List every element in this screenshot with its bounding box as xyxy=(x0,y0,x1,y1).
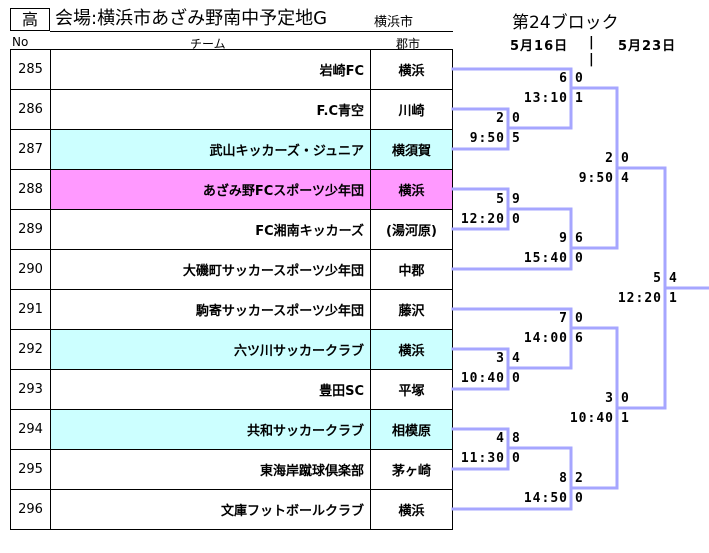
team-number: 289 xyxy=(10,209,51,250)
score-right: 9 xyxy=(512,192,521,207)
score-left: 5 xyxy=(496,192,505,207)
team-name: あざみ野FCスポーツ少年団 xyxy=(50,169,371,210)
team-number: 288 xyxy=(10,169,51,210)
score-right: 0 xyxy=(621,151,630,166)
score-left: 2 xyxy=(605,151,614,166)
score-right-2: 0 xyxy=(512,212,521,227)
score-right: 0 xyxy=(621,391,630,406)
kickoff-time: 9:50 xyxy=(469,131,505,146)
score-left: 3 xyxy=(605,391,614,406)
venue-title: 会場:横浜市あざみ野南中予定地G xyxy=(55,8,328,29)
team-name: 岩崎FC xyxy=(50,49,371,90)
date-separator-2: | xyxy=(589,52,595,67)
team-name: F.C青空 xyxy=(50,89,371,130)
score-left: 7 xyxy=(559,311,568,326)
score-right: 4 xyxy=(512,351,521,366)
score-right: 2 xyxy=(575,471,584,486)
score-right-2: 4 xyxy=(621,171,630,186)
score-left: 6 xyxy=(559,71,568,86)
team-city: 横須賀 xyxy=(370,129,453,170)
score-right: 8 xyxy=(512,431,521,446)
score-right: 0 xyxy=(512,111,521,126)
team-city: 中郡 xyxy=(370,249,453,290)
score-right: 4 xyxy=(669,271,678,286)
score-right-2: 1 xyxy=(575,91,584,106)
kickoff-time: 13:10 xyxy=(523,91,568,106)
grade-badge: 高 xyxy=(10,8,50,31)
score-right-2: 0 xyxy=(575,491,584,506)
kickoff-time: 12:20 xyxy=(617,291,662,306)
team-city: (湯河原) xyxy=(370,209,453,250)
score-right-2: 0 xyxy=(512,451,521,466)
score-left: 2 xyxy=(496,111,505,126)
score-right-2: 5 xyxy=(512,131,521,146)
kickoff-time: 11:30 xyxy=(460,451,505,466)
kickoff-time: 15:40 xyxy=(523,251,568,266)
score-right-2: 6 xyxy=(575,331,584,346)
score-left: 9 xyxy=(559,231,568,246)
team-number: 290 xyxy=(10,249,51,290)
score-left: 3 xyxy=(496,351,505,366)
score-right: 6 xyxy=(575,231,584,246)
team-number: 287 xyxy=(10,129,51,170)
kickoff-time: 12:20 xyxy=(460,212,505,227)
team-number: 292 xyxy=(10,329,51,370)
col-header-city: 郡市 xyxy=(396,37,421,51)
team-name: 大磯町サッカースポーツ少年団 xyxy=(50,249,371,290)
venue-city: 横浜市 xyxy=(374,15,414,30)
col-header-no: No xyxy=(12,35,29,49)
col-header-team: チーム xyxy=(190,37,226,51)
kickoff-time: 14:50 xyxy=(523,491,568,506)
score-right: 0 xyxy=(575,311,584,326)
title-divider xyxy=(50,31,453,32)
date-separator: | xyxy=(589,35,595,50)
score-right: 0 xyxy=(575,71,584,86)
score-left: 8 xyxy=(559,471,568,486)
team-city: 川崎 xyxy=(370,89,453,130)
team-name: 東海岸蹴球倶楽部 xyxy=(50,449,371,490)
kickoff-time: 10:40 xyxy=(460,371,505,386)
team-city: 相模原 xyxy=(370,409,453,450)
block-title: 第24ブロック xyxy=(512,13,619,33)
score-left: 5 xyxy=(653,271,662,286)
score-right-2: 1 xyxy=(621,411,630,426)
date-round1: 5月16日 xyxy=(510,39,569,54)
team-city: 横浜 xyxy=(370,169,453,210)
team-number: 296 xyxy=(10,489,51,530)
kickoff-time: 10:40 xyxy=(569,411,614,426)
team-city: 横浜 xyxy=(370,489,453,530)
team-number: 286 xyxy=(10,89,51,130)
team-name: 武山キッカーズ・ジュニア xyxy=(50,129,371,170)
team-name: 六ツ川サッカークラブ xyxy=(50,329,371,370)
kickoff-time: 14:00 xyxy=(523,331,568,346)
score-right-2: 1 xyxy=(669,291,678,306)
team-number: 294 xyxy=(10,409,51,450)
kickoff-time: 9:50 xyxy=(578,171,614,186)
date-round2: 5月23日 xyxy=(618,39,677,54)
team-name: 共和サッカークラブ xyxy=(50,409,371,450)
team-city: 藤沢 xyxy=(370,289,453,330)
score-left: 4 xyxy=(496,431,505,446)
team-name: 駒寄サッカースポーツ少年団 xyxy=(50,289,371,330)
score-right-2: 0 xyxy=(575,251,584,266)
score-right-2: 0 xyxy=(512,371,521,386)
